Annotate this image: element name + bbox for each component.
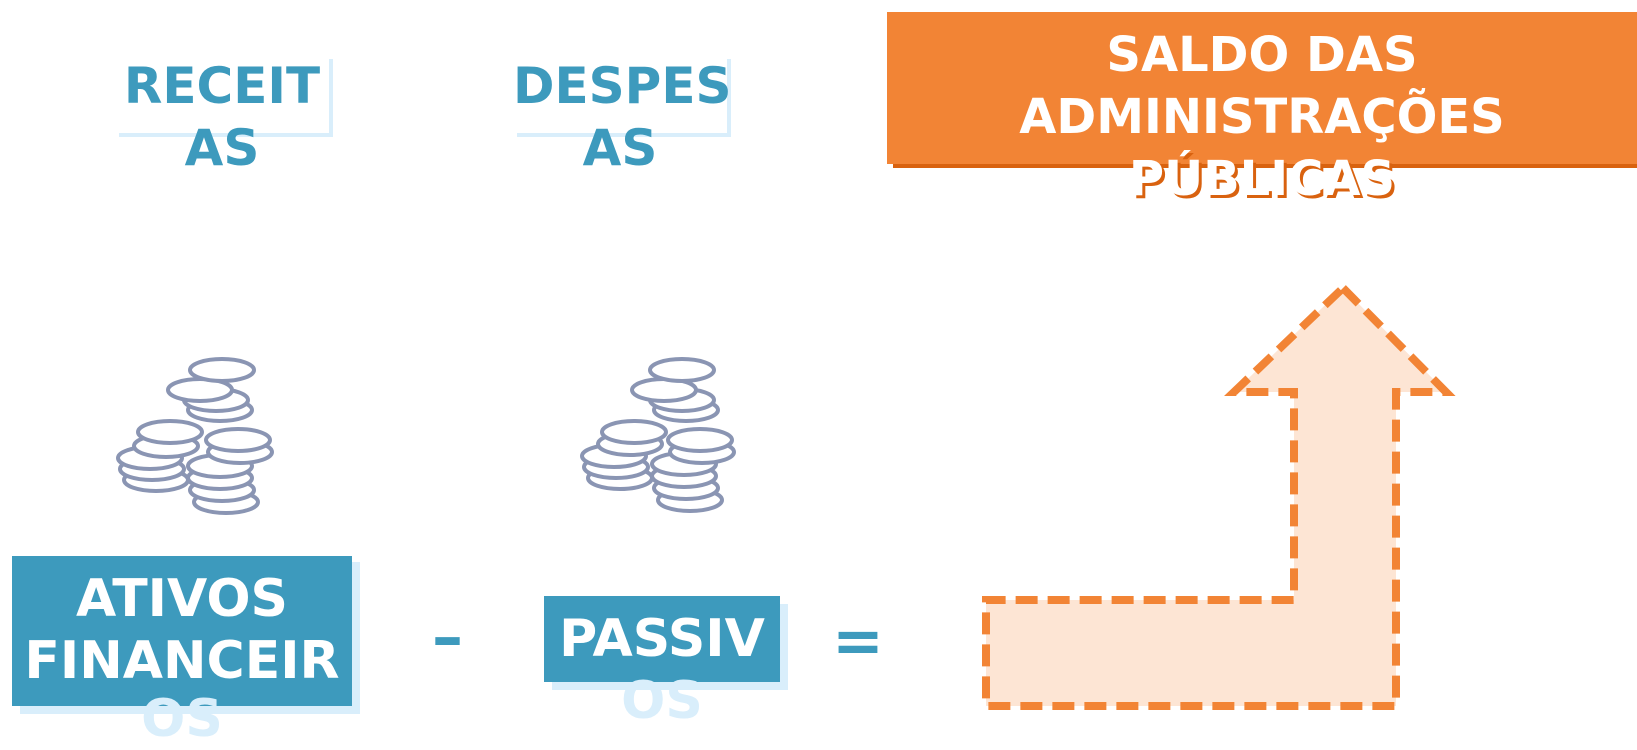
saldo-line1: SALDO DAS xyxy=(1106,27,1418,83)
saldo-line2: ADMINISTRAÇÕES xyxy=(1019,89,1505,145)
coins-stack-icon xyxy=(580,357,736,513)
ativos-box xyxy=(12,556,352,706)
ativos-line1: ATIVOS xyxy=(75,569,288,629)
saldo-line3: PÚBLICAS xyxy=(1128,151,1396,207)
ativos-line3: OS xyxy=(141,689,223,749)
receitas-label-frame xyxy=(119,59,333,137)
receitas-line1: RECEIT xyxy=(123,57,321,115)
coins-stack-icon xyxy=(116,357,274,515)
ativos-text: ATIVOS FINANCEIR xyxy=(12,568,352,692)
receitas-label: RECEIT AS xyxy=(115,55,337,177)
despesas-label-frame xyxy=(517,59,731,137)
ativos-line2: FINANCEIR xyxy=(24,631,340,691)
minus-operator: – xyxy=(432,600,463,673)
passivos-line2: OS xyxy=(621,671,703,731)
equals-operator: = xyxy=(832,604,884,677)
despesas-line1: DESPES xyxy=(513,57,732,115)
despesas-line2: AS xyxy=(582,119,658,177)
saldo-title: SALDO DAS ADMINISTRAÇÕES PÚBLICAS xyxy=(887,24,1637,210)
receitas-line2: AS xyxy=(184,119,260,177)
saldo-box xyxy=(887,12,1637,164)
passivos-line1: PASSIV xyxy=(559,609,765,669)
passivos-box xyxy=(544,596,780,682)
despesas-label: DESPES AS xyxy=(513,55,735,177)
receitas-label-text: RECEIT AS xyxy=(115,55,329,179)
dashed-arrow-up-icon xyxy=(982,282,1456,710)
despesas-label-text: DESPES AS xyxy=(513,55,731,179)
saldo-box-shadow xyxy=(893,160,1637,168)
